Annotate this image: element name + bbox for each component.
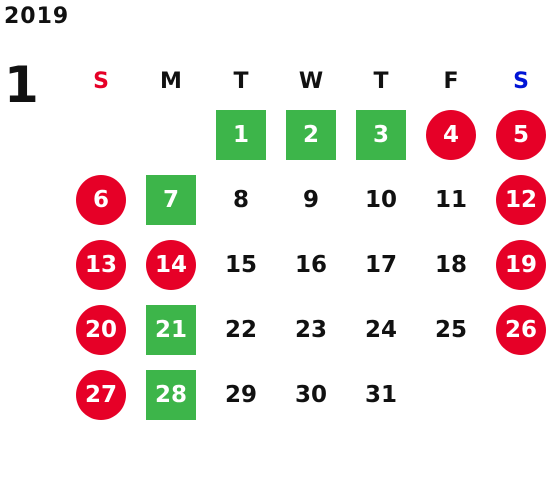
day-24[interactable]: 24	[364, 316, 397, 343]
day-cell: 29	[206, 362, 276, 427]
day-cell: 8	[206, 167, 276, 232]
day-cell: 14	[136, 232, 206, 297]
day-10[interactable]: 10	[364, 186, 397, 213]
day-30[interactable]: 30	[294, 381, 327, 408]
day-cell: 3	[346, 102, 416, 167]
day-17[interactable]: 17	[364, 251, 397, 278]
month-number: 1	[4, 56, 39, 114]
weekday-header-thu: T	[373, 68, 389, 94]
day-cell: 15	[206, 232, 276, 297]
weekday-header-fri: F	[443, 68, 459, 94]
day-1[interactable]: 1	[216, 109, 266, 160]
day-cell: 13	[66, 232, 136, 297]
day-3[interactable]: 3	[356, 109, 406, 160]
day-18[interactable]: 18	[434, 251, 467, 278]
day-7[interactable]: 7	[146, 174, 196, 225]
day-cell: 7	[136, 167, 206, 232]
day-15[interactable]: 15	[224, 251, 257, 278]
day-cell: 5	[486, 102, 548, 167]
day-cell: 10	[346, 167, 416, 232]
day-cell: 12	[486, 167, 548, 232]
day-cell: 20	[66, 297, 136, 362]
day-5[interactable]: 5	[496, 109, 546, 160]
day-21[interactable]: 21	[146, 304, 196, 355]
day-cell: 11	[416, 167, 486, 232]
day-14[interactable]: 14	[146, 239, 196, 290]
day-cell: 25	[416, 297, 486, 362]
day-cell: 22	[206, 297, 276, 362]
day-22[interactable]: 22	[224, 316, 257, 343]
day-cell: 17	[346, 232, 416, 297]
day-25[interactable]: 25	[434, 316, 467, 343]
day-cell: 18	[416, 232, 486, 297]
day-2[interactable]: 2	[286, 109, 336, 160]
day-cell: 4	[416, 102, 486, 167]
day-29[interactable]: 29	[224, 381, 257, 408]
year-label: 2019	[4, 4, 70, 29]
day-cell: 19	[486, 232, 548, 297]
day-cell: 27	[66, 362, 136, 427]
day-28[interactable]: 28	[146, 369, 196, 420]
day-20[interactable]: 20	[76, 304, 126, 355]
day-31[interactable]: 31	[364, 381, 397, 408]
day-cell	[486, 362, 548, 427]
day-cell	[136, 102, 206, 167]
day-19[interactable]: 19	[496, 239, 546, 290]
weekday-header-wed: W	[298, 68, 324, 94]
day-cell: 2	[276, 102, 346, 167]
day-cell: 24	[346, 297, 416, 362]
weekday-header-mon: M	[160, 68, 182, 94]
day-23[interactable]: 23	[294, 316, 327, 343]
day-8[interactable]: 8	[232, 186, 249, 213]
day-cell: 1	[206, 102, 276, 167]
day-cell: 31	[346, 362, 416, 427]
weekday-header-sat: S	[513, 68, 529, 94]
day-cell: 26	[486, 297, 548, 362]
day-cell: 9	[276, 167, 346, 232]
day-6[interactable]: 6	[76, 174, 126, 225]
day-cell	[416, 362, 486, 427]
day-27[interactable]: 27	[76, 369, 126, 420]
day-4[interactable]: 4	[426, 109, 476, 160]
day-16[interactable]: 16	[294, 251, 327, 278]
day-11[interactable]: 11	[434, 186, 467, 213]
day-13[interactable]: 13	[76, 239, 126, 290]
day-26[interactable]: 26	[496, 304, 546, 355]
day-9[interactable]: 9	[302, 186, 319, 213]
day-cell: 21	[136, 297, 206, 362]
weekday-header-sun: S	[93, 68, 109, 94]
day-12[interactable]: 12	[496, 174, 546, 225]
day-cell: 16	[276, 232, 346, 297]
day-cell: 30	[276, 362, 346, 427]
day-cell: 28	[136, 362, 206, 427]
day-cell	[66, 102, 136, 167]
weekday-header-tue: T	[233, 68, 249, 94]
day-cell: 6	[66, 167, 136, 232]
day-cell: 23	[276, 297, 346, 362]
